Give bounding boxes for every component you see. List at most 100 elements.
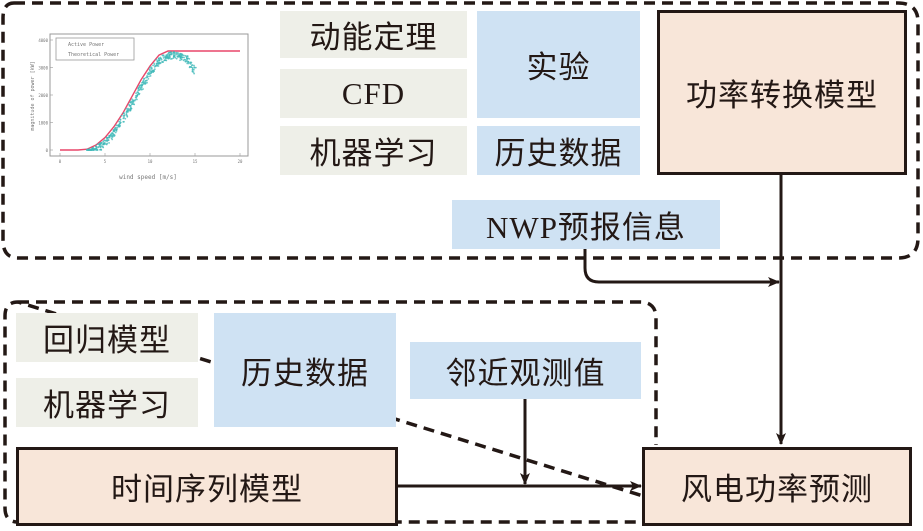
chart-point-active-power: [135, 96, 138, 99]
chart-point-active-power: [134, 98, 137, 101]
chart-point-active-power: [108, 136, 111, 139]
chart-point-active-power: [113, 133, 115, 136]
chart-point-active-power: [130, 107, 133, 110]
chart-point-active-power: [120, 114, 123, 117]
method-label: CFD: [341, 75, 406, 111]
chart-point-active-power: [109, 134, 111, 137]
chart-point-active-power: [152, 64, 154, 67]
chart-point-active-power: [193, 64, 195, 67]
power-conversion-model-box: 功率转换模型: [657, 10, 907, 175]
chart-point-active-power: [157, 65, 160, 67]
chart-point-active-power: [100, 141, 103, 144]
method-label: 机器学习: [43, 388, 171, 424]
chart-point-active-power: [91, 149, 94, 151]
chart-xlabel: wind speed [m/s]: [119, 174, 177, 181]
chart-point-active-power: [186, 55, 189, 58]
chart-point-active-power: [142, 88, 144, 90]
chart-point-active-power: [128, 103, 130, 106]
chart-point-active-power: [129, 109, 132, 112]
chart-point-active-power: [129, 105, 132, 107]
chart-point-active-power: [105, 136, 108, 139]
chart-point-active-power: [190, 66, 193, 69]
chart-point-active-power: [123, 114, 126, 116]
chart-point-active-power: [115, 129, 118, 131]
chart-point-active-power: [170, 53, 172, 55]
chart-point-active-power: [133, 103, 136, 106]
chart-point-active-power: [137, 87, 140, 90]
chart-point-active-power: [186, 62, 189, 65]
chart-point-active-power: [157, 61, 160, 64]
data-label: 历史数据: [494, 136, 623, 172]
chart-point-active-power: [152, 69, 155, 72]
chart-ytick-label: 4000: [38, 38, 48, 43]
chart-point-active-power: [148, 75, 150, 78]
chart-point-active-power: [111, 138, 114, 141]
chart-point-active-power: [88, 147, 91, 150]
chart-point-active-power: [173, 55, 176, 58]
chart-xtick-label: 0: [59, 159, 62, 164]
nwp-forecast-box: NWP预报信息: [452, 200, 720, 249]
chart-point-active-power: [157, 57, 160, 60]
chart-point-active-power: [125, 111, 128, 114]
chart-point-active-power: [165, 59, 168, 62]
chart-point-active-power: [180, 58, 183, 61]
chart-point-active-power: [114, 128, 116, 131]
chart-point-active-power: [139, 84, 142, 87]
chart-legend-active: Active Power: [68, 42, 104, 48]
chart-point-active-power: [191, 68, 194, 70]
chart-point-active-power: [139, 87, 142, 89]
chart-point-active-power: [99, 146, 102, 149]
chart-point-active-power: [99, 143, 101, 146]
chart-xtick-label: 10: [148, 159, 153, 164]
chart-point-active-power: [116, 126, 119, 129]
chart-point-active-power: [179, 59, 181, 62]
chart-point-active-power: [135, 92, 137, 95]
model-label: 时间序列模型: [111, 472, 303, 508]
chart-point-active-power: [143, 82, 146, 85]
chart-point-active-power: [179, 52, 182, 55]
chart-point-active-power: [136, 91, 139, 93]
chart-point-active-power: [113, 135, 116, 137]
chart-point-active-power: [177, 52, 180, 55]
model-label: 功率转换模型: [686, 78, 878, 114]
chart-point-active-power: [118, 125, 121, 128]
chart-point-active-power: [146, 81, 148, 84]
chart-point-active-power: [105, 143, 108, 146]
chart-point-active-power: [159, 56, 162, 59]
chart-point-active-power: [86, 148, 89, 151]
chart-point-active-power: [193, 72, 196, 75]
chart-point-active-power: [176, 55, 179, 58]
chart-point-active-power: [172, 53, 175, 56]
chart-point-active-power: [192, 71, 195, 74]
chart-point-active-power: [153, 62, 156, 65]
nwp-to-model-arrow: [583, 248, 780, 287]
data-box-historical-bottom: 历史数据: [214, 313, 396, 427]
chart-point-active-power: [146, 79, 148, 82]
chart-point-active-power: [194, 66, 197, 69]
chart-point-active-power: [140, 86, 143, 89]
chart-ytick-label: 2000: [38, 93, 48, 98]
output-label: 风电功率预测: [681, 472, 873, 508]
method-box-cfd: CFD: [280, 69, 467, 118]
chart-point-active-power: [108, 142, 110, 144]
chart-point-active-power: [169, 58, 172, 60]
chart-point-active-power: [110, 134, 113, 137]
chart-point-active-power: [96, 149, 99, 151]
chart-point-active-power: [191, 64, 194, 66]
chart-point-active-power: [112, 130, 115, 133]
chart-point-active-power: [144, 82, 147, 85]
chart-point-active-power: [92, 147, 94, 149]
chart-point-active-power: [167, 52, 170, 55]
chart-point-active-power: [193, 66, 196, 69]
chart-point-active-power: [160, 58, 163, 61]
chart-point-active-power: [153, 63, 156, 66]
chart-point-active-power: [141, 84, 144, 87]
chart-point-active-power: [114, 131, 117, 134]
chart-point-active-power: [126, 111, 129, 113]
chart-point-active-power: [153, 68, 156, 71]
chart-point-active-power: [126, 114, 129, 117]
chart-ytick-label: 3000: [38, 66, 48, 71]
chart-point-active-power: [96, 143, 99, 146]
chart-legend-box: [55, 37, 135, 61]
